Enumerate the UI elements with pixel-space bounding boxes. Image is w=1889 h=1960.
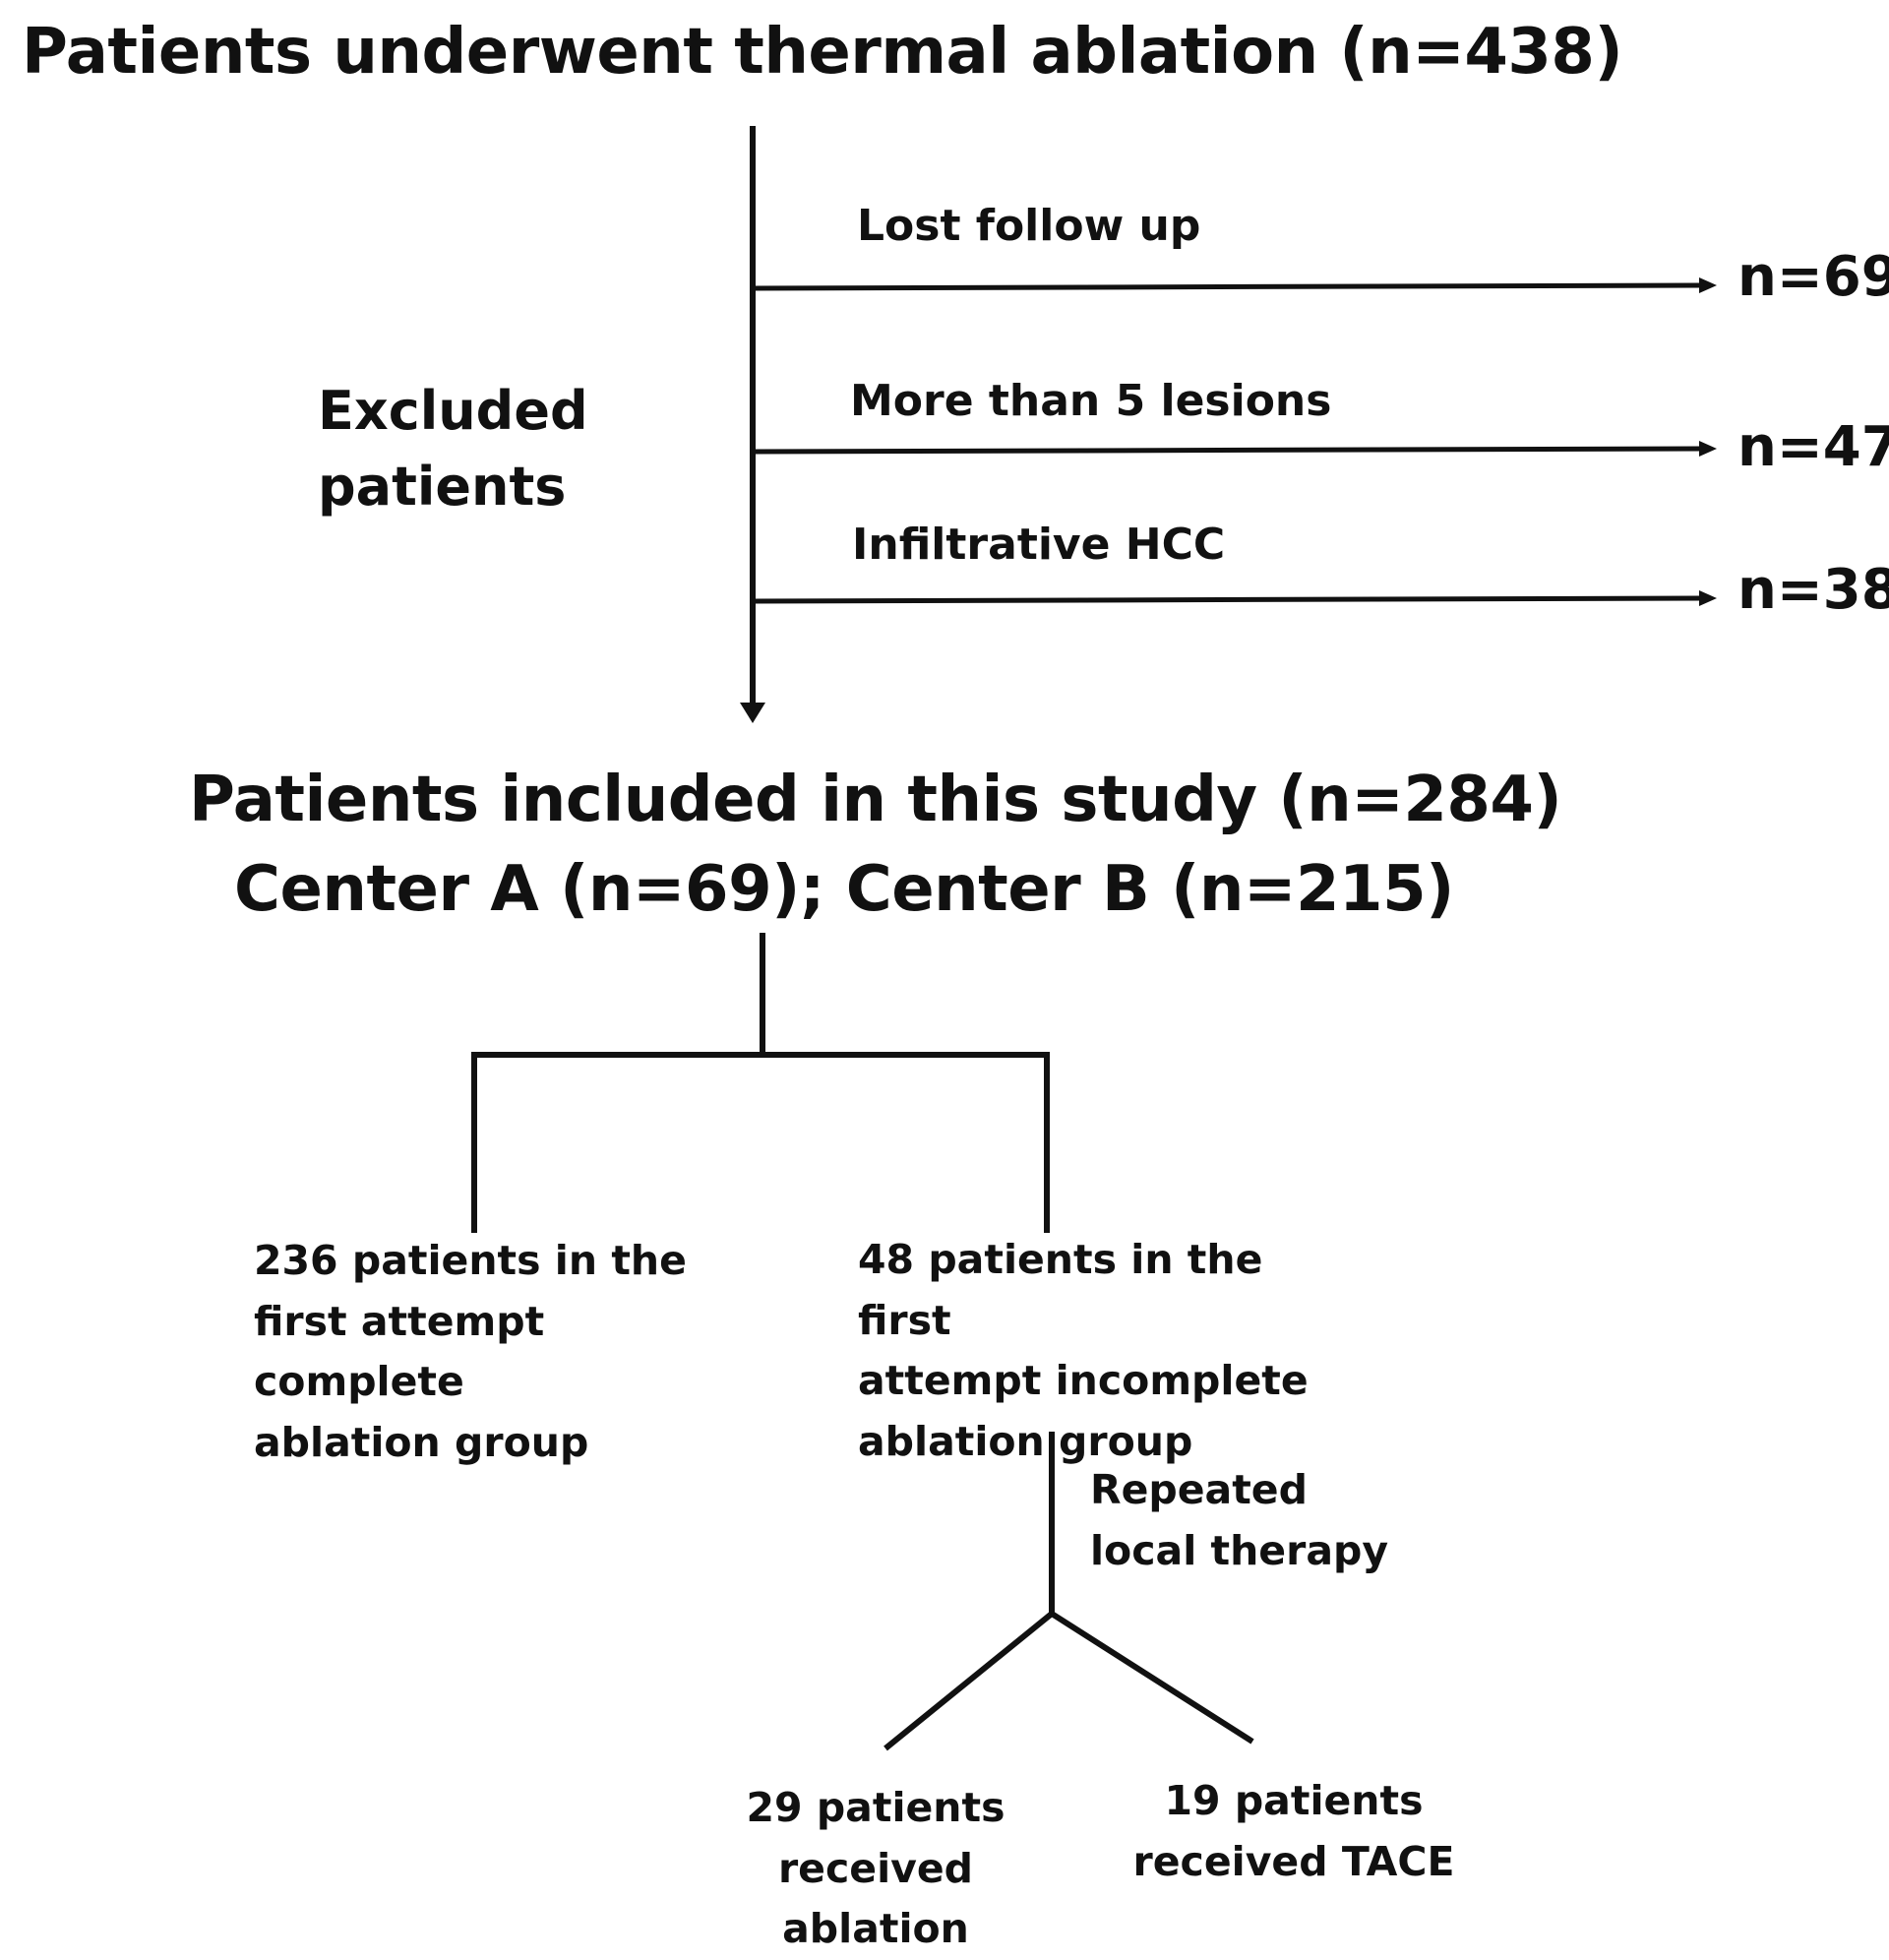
flow-connectors [471, 126, 1717, 1751]
ablation-branch [884, 1611, 1054, 1751]
tace-subgroup-line2: received TACE [1132, 1837, 1455, 1885]
exclusion-arrow-more-lesions [752, 446, 1703, 455]
incomplete-group-line1: 48 patients in the first [858, 1236, 1263, 1344]
repeated-local-therapy-label: Repeated local therapy [1090, 1460, 1444, 1581]
repeated-line2: local therapy [1090, 1526, 1389, 1574]
excluded-label-line1: Excluded [318, 380, 588, 442]
exclusion-count-more-lesions: n=47 [1737, 415, 1889, 479]
exclusion-reason-more-lesions: More than 5 lesions [850, 376, 1332, 426]
received-tace-subgroup: 19 patients received TACE [1112, 1771, 1476, 1892]
complete-group-line3: ablation group [254, 1418, 589, 1466]
exclusion-arrowhead-infiltrative-hcc [1699, 590, 1717, 606]
incomplete-group-line2: attempt incomplete [858, 1357, 1309, 1404]
repeated-line1: Repeated [1090, 1466, 1308, 1513]
exclusion-reason-infiltrative-hcc: Infiltrative HCC [852, 520, 1226, 570]
complete-group-line2: first attempt complete [254, 1297, 545, 1406]
included-patients-title: Patients included in this study (n=284) [189, 764, 1562, 836]
exclusion-arrow-lost-follow-up [752, 282, 1703, 291]
exclusion-count-infiltrative-hcc: n=38 [1737, 558, 1889, 622]
exclusion-reason-lost-follow-up: Lost follow up [857, 201, 1201, 251]
incomplete-group-line3: ablation group [858, 1417, 1193, 1465]
total-patients-title: Patients underwent thermal ablation (n=4… [22, 16, 1623, 89]
ablation-subgroup-line2: received ablation [777, 1844, 974, 1953]
incomplete-ablation-group: 48 patients in the first attempt incompl… [858, 1230, 1370, 1472]
exclusion-arrowhead-lost-follow-up [1699, 277, 1717, 293]
received-ablation-subgroup: 29 patients received ablation [679, 1778, 1072, 1960]
exclusion-arrowhead-more-lesions [1699, 441, 1717, 457]
main-flow-arrowhead [740, 703, 765, 723]
complete-group-line1: 236 patients in the [254, 1237, 687, 1284]
tace-branch [1050, 1611, 1254, 1745]
excluded-label-line2: patients [318, 455, 567, 518]
tace-subgroup-line1: 19 patients [1164, 1777, 1424, 1824]
complete-ablation-group: 236 patients in the first attempt comple… [254, 1231, 765, 1473]
excluded-patients-label: Excluded patients [318, 374, 588, 524]
ablation-subgroup-line1: 29 patients [746, 1784, 1005, 1831]
exclusion-arrow-infiltrative-hcc [752, 595, 1703, 604]
exclusion-count-lost-follow-up: n=69 [1737, 245, 1889, 309]
included-centers: Center A (n=69); Center B (n=215) [234, 853, 1454, 926]
